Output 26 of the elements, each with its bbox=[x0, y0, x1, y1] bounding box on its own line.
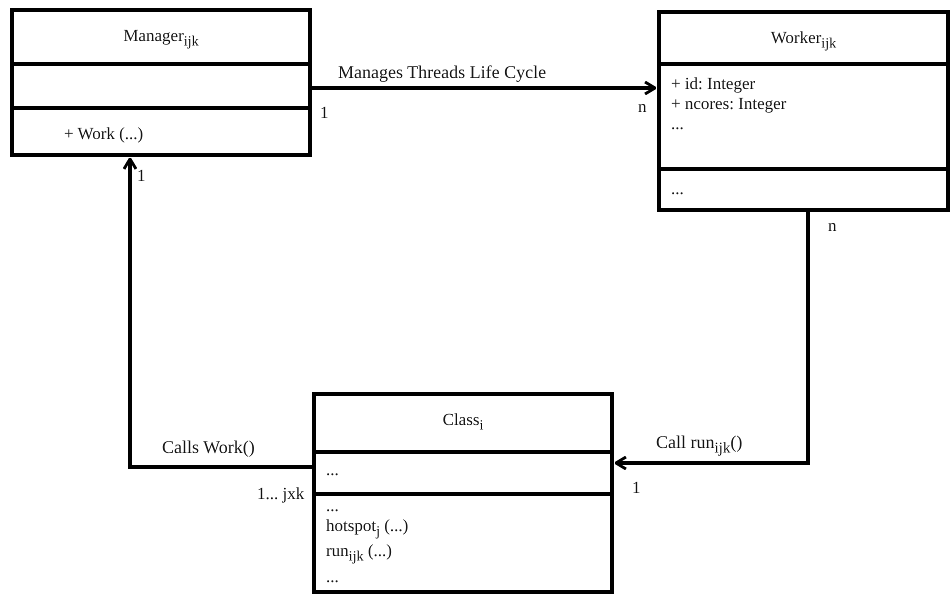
association-arrow bbox=[122, 158, 312, 469]
class-member: ... bbox=[326, 460, 339, 480]
class-box bbox=[312, 392, 614, 594]
multiplicity-label: 1... jxk bbox=[257, 484, 304, 504]
multiplicity-label: 1 bbox=[632, 478, 640, 498]
class-member: ... bbox=[671, 179, 684, 199]
class-member: hotspot$_{j}$ (...) bbox=[326, 516, 408, 542]
multiplicity-label: 1 bbox=[137, 166, 146, 186]
class-name: Worker$_{ijk}$ bbox=[770, 28, 838, 52]
class-name: Class$_{i}$ bbox=[442, 410, 484, 434]
association-arrow bbox=[614, 212, 810, 470]
class-member: run$_{ijk}$ (...) bbox=[326, 541, 392, 567]
association-arrow bbox=[312, 80, 656, 96]
class-member: ... bbox=[326, 566, 339, 587]
multiplicity-label: n bbox=[638, 97, 646, 117]
edge-label: Manages Threads Life Cycle bbox=[336, 62, 548, 83]
class-member: + id: Integer bbox=[671, 74, 756, 94]
class-member: + Work (...) bbox=[64, 124, 144, 144]
multiplicity-label: 1 bbox=[320, 103, 328, 123]
class-name: Manager$_{ijk}$ bbox=[122, 26, 200, 50]
class-box bbox=[10, 8, 312, 157]
class-member: + ncores: Integer bbox=[671, 94, 786, 114]
class-box bbox=[657, 10, 950, 212]
multiplicity-label: n bbox=[828, 216, 836, 236]
class-member: ... bbox=[326, 496, 339, 516]
class-member: ... bbox=[671, 114, 684, 134]
